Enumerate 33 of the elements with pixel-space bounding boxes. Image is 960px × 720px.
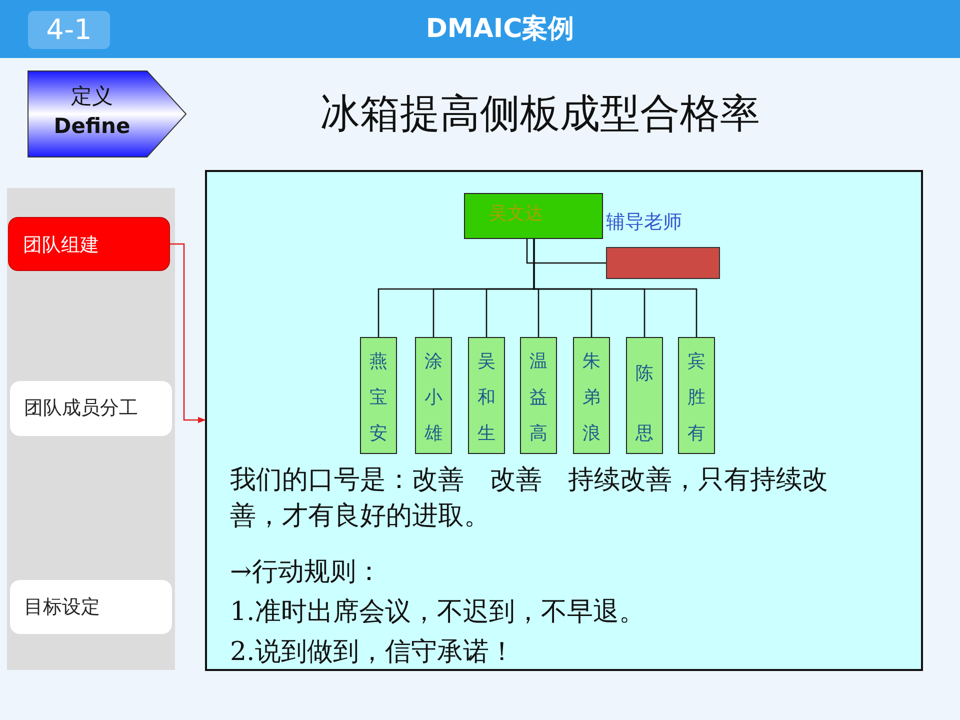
name-text: 吴和生 (476, 350, 496, 446)
chevron-subtitle: Define (52, 113, 132, 140)
connector-line (526, 239, 606, 264)
chevron-title: 定义 (70, 83, 114, 110)
member-box (573, 337, 610, 454)
name-text: 朱弟浪 (582, 350, 602, 446)
member-box (415, 337, 452, 454)
role-caption: 辅导老师 (606, 210, 683, 235)
name-text: 温益高 (528, 350, 548, 446)
menu-tab: 团队成员分工 (10, 381, 172, 436)
leader-box: 吴文达 (464, 193, 603, 239)
name-text: 陈思 (634, 362, 654, 446)
name-text: 燕宝安 (368, 350, 388, 446)
slide-title: 冰箱提高侧板成型合格率 (319, 90, 761, 139)
name-text: 涂小雄 (424, 350, 444, 446)
member-box (678, 337, 715, 454)
menu-tab: 目标设定 (10, 580, 172, 634)
menu-tab: 团队组建 (8, 217, 170, 271)
rule-item: 1.准时出席会议，不迟到，不早退。 (230, 596, 646, 629)
advisor-box (606, 247, 720, 279)
rules-heading: →行动规则： (230, 556, 383, 589)
header-title: DMAIC案例 (424, 13, 576, 46)
name-text: 宾胜有 (686, 350, 706, 446)
connector-line (170, 243, 206, 424)
member-box (626, 337, 663, 454)
rule-item: 2.说到做到，信守承诺！ (230, 636, 516, 669)
member-box (360, 337, 397, 454)
slogan-text: 我们的口号是：改善 改善 持续改善，只有持续改善，才有良好的进取。 (230, 464, 829, 533)
member-box (468, 337, 505, 454)
section-badge: 4-1 (28, 11, 110, 49)
connector-line (533, 239, 698, 337)
member-box (520, 337, 557, 454)
content-panel (205, 170, 923, 671)
